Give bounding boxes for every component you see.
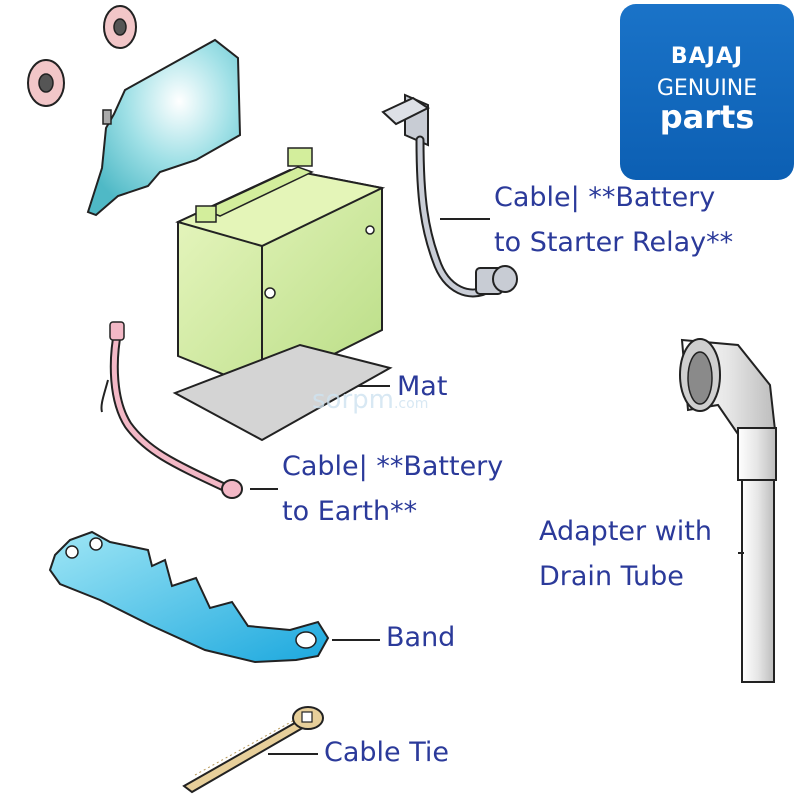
washer-top — [103, 5, 137, 49]
label-adapter-2: Drain Tube — [539, 561, 684, 592]
label-relay-cable-1: Cable| **Battery — [494, 182, 716, 213]
label-band: Band — [386, 622, 456, 653]
battery-cover-plate — [86, 38, 242, 217]
band — [48, 530, 330, 664]
logo-genuine: GENUINE — [656, 76, 758, 101]
watermark-main: sorpm — [312, 385, 394, 415]
watermark: sorpm.com — [312, 385, 428, 415]
washer-left — [27, 59, 65, 107]
logo-parts: parts — [659, 98, 755, 136]
cable-tie — [182, 706, 324, 794]
logo-brand: BAJAJ — [670, 44, 744, 69]
label-earth-cable-2: to Earth** — [282, 496, 418, 527]
bajaj-genuine-parts-logo: BAJAJ GENUINE parts — [620, 4, 794, 180]
earth-cable — [100, 321, 243, 499]
battery-mat — [172, 343, 393, 442]
label-mat: Mat — [397, 371, 448, 402]
battery — [175, 147, 386, 392]
label-cable-tie: Cable Tie — [324, 737, 450, 768]
starter-relay-cable — [381, 93, 518, 298]
label-relay-cable-2: to Starter Relay** — [494, 227, 734, 258]
adapter-drain-tube — [679, 338, 777, 683]
label-adapter-1: Adapter with — [539, 516, 712, 547]
leader-lines — [250, 218, 744, 755]
label-earth-cable-1: Cable| **Battery — [282, 451, 504, 482]
watermark-suffix: .com — [393, 396, 429, 412]
